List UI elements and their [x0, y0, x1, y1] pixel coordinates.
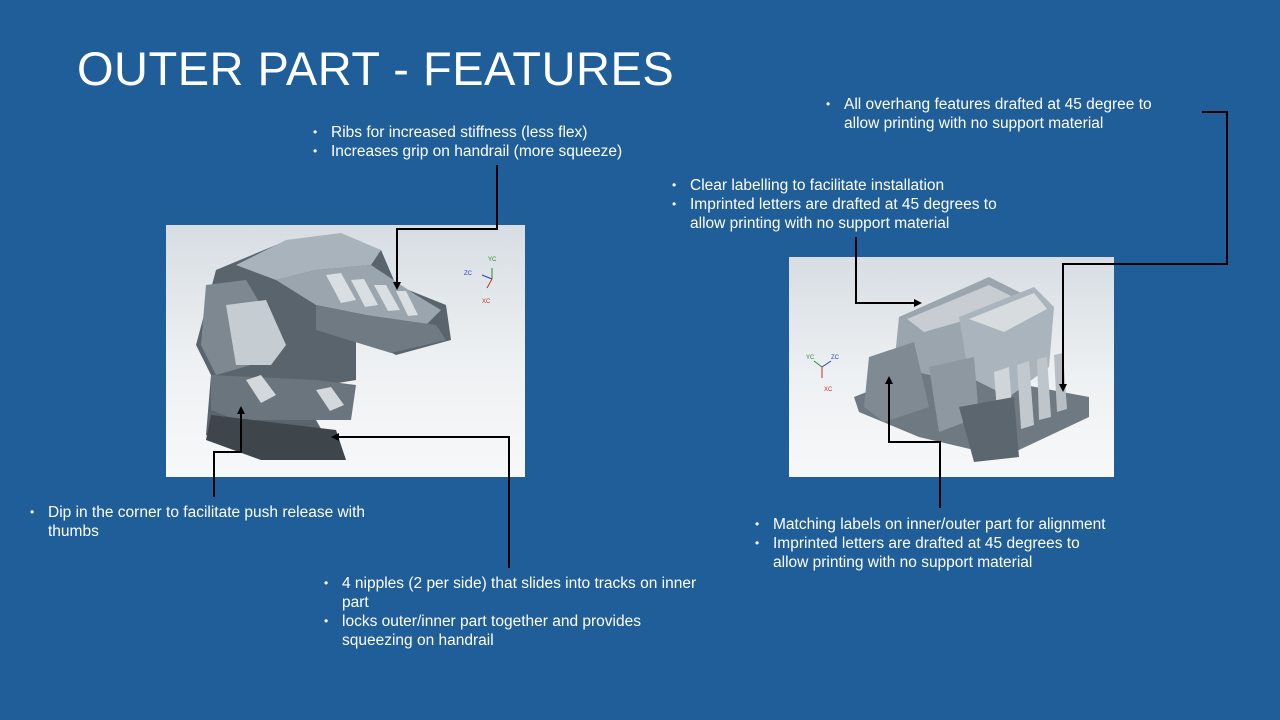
axis-label-xc-left: XC	[482, 299, 491, 305]
axis-label-yc-right: YC	[806, 355, 815, 361]
callout-matching-item: Matching labels on inner/outer part for …	[755, 515, 1110, 534]
coordinate-axes-left	[481, 268, 493, 289]
callout-dip-item: Dip in the corner to facilitate push rel…	[30, 503, 385, 541]
callout-overhang-item: All overhang features drafted at 45 degr…	[826, 95, 1186, 133]
callout-nipples-item: 4 nipples (2 per side) that slides into …	[324, 574, 704, 612]
callout-matching: Matching labels on inner/outer part for …	[755, 515, 1110, 572]
axis-label-yc-left: YC	[488, 257, 497, 263]
outer-part-model-left	[196, 233, 451, 460]
outer-part-render-left: YC ZC XC	[166, 225, 525, 477]
slide-title: OUTER PART - FEATURES	[77, 42, 675, 95]
axis-label-zc-right: ZC	[831, 355, 839, 361]
callout-nipples-item: locks outer/inner part together and prov…	[324, 612, 704, 650]
axis-label-xc-right: XC	[824, 387, 833, 393]
axis-label-zc-left: ZC	[464, 271, 472, 277]
callout-overhang: All overhang features drafted at 45 degr…	[826, 95, 1186, 133]
callout-ribs-item: Increases grip on handrail (more squeeze…	[313, 142, 693, 161]
callout-ribs-item: Ribs for increased stiffness (less flex)	[313, 123, 693, 142]
coordinate-axes-right	[813, 360, 832, 378]
callout-nipples: 4 nipples (2 per side) that slides into …	[324, 574, 704, 650]
callout-labelling-item: Clear labelling to facilitate installati…	[672, 176, 1032, 195]
callout-dip: Dip in the corner to facilitate push rel…	[30, 503, 385, 541]
callout-labelling-item: Imprinted letters are drafted at 45 degr…	[672, 195, 1032, 233]
outer-part-render-right: YC ZC XC	[789, 257, 1114, 477]
callout-matching-item: Imprinted letters are drafted at 45 degr…	[755, 534, 1110, 572]
callout-labelling: Clear labelling to facilitate installati…	[672, 176, 1032, 233]
callout-ribs: Ribs for increased stiffness (less flex)…	[313, 123, 693, 161]
